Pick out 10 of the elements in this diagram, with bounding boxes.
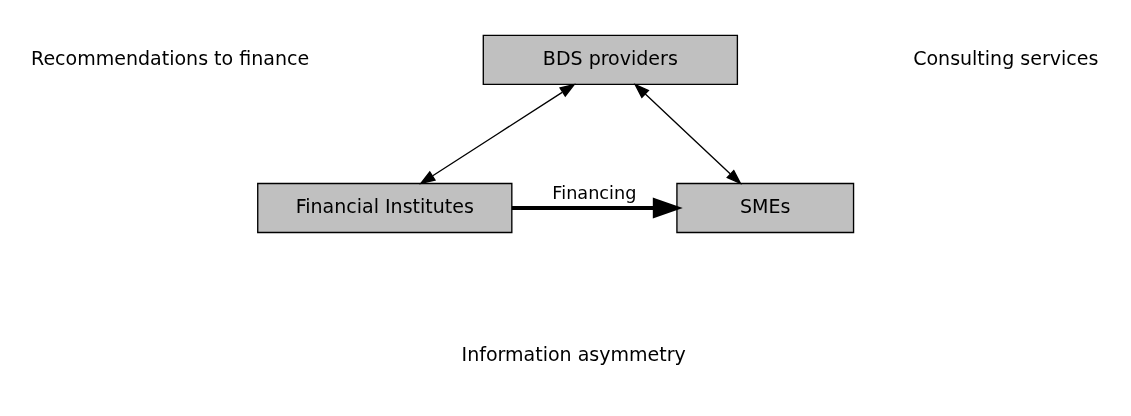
label: Recommendations to finance xyxy=(31,46,310,69)
label: Consulting services xyxy=(913,46,1099,69)
node-box: BDS providers xyxy=(482,34,739,86)
node-box: Financial Institutes xyxy=(257,182,513,234)
arrow xyxy=(512,197,683,219)
node-box: SMEs xyxy=(676,182,855,234)
arrow xyxy=(633,83,742,185)
edge-label: Financing xyxy=(552,183,637,204)
label: Information asymmetry xyxy=(461,343,686,366)
arrow xyxy=(419,83,576,185)
